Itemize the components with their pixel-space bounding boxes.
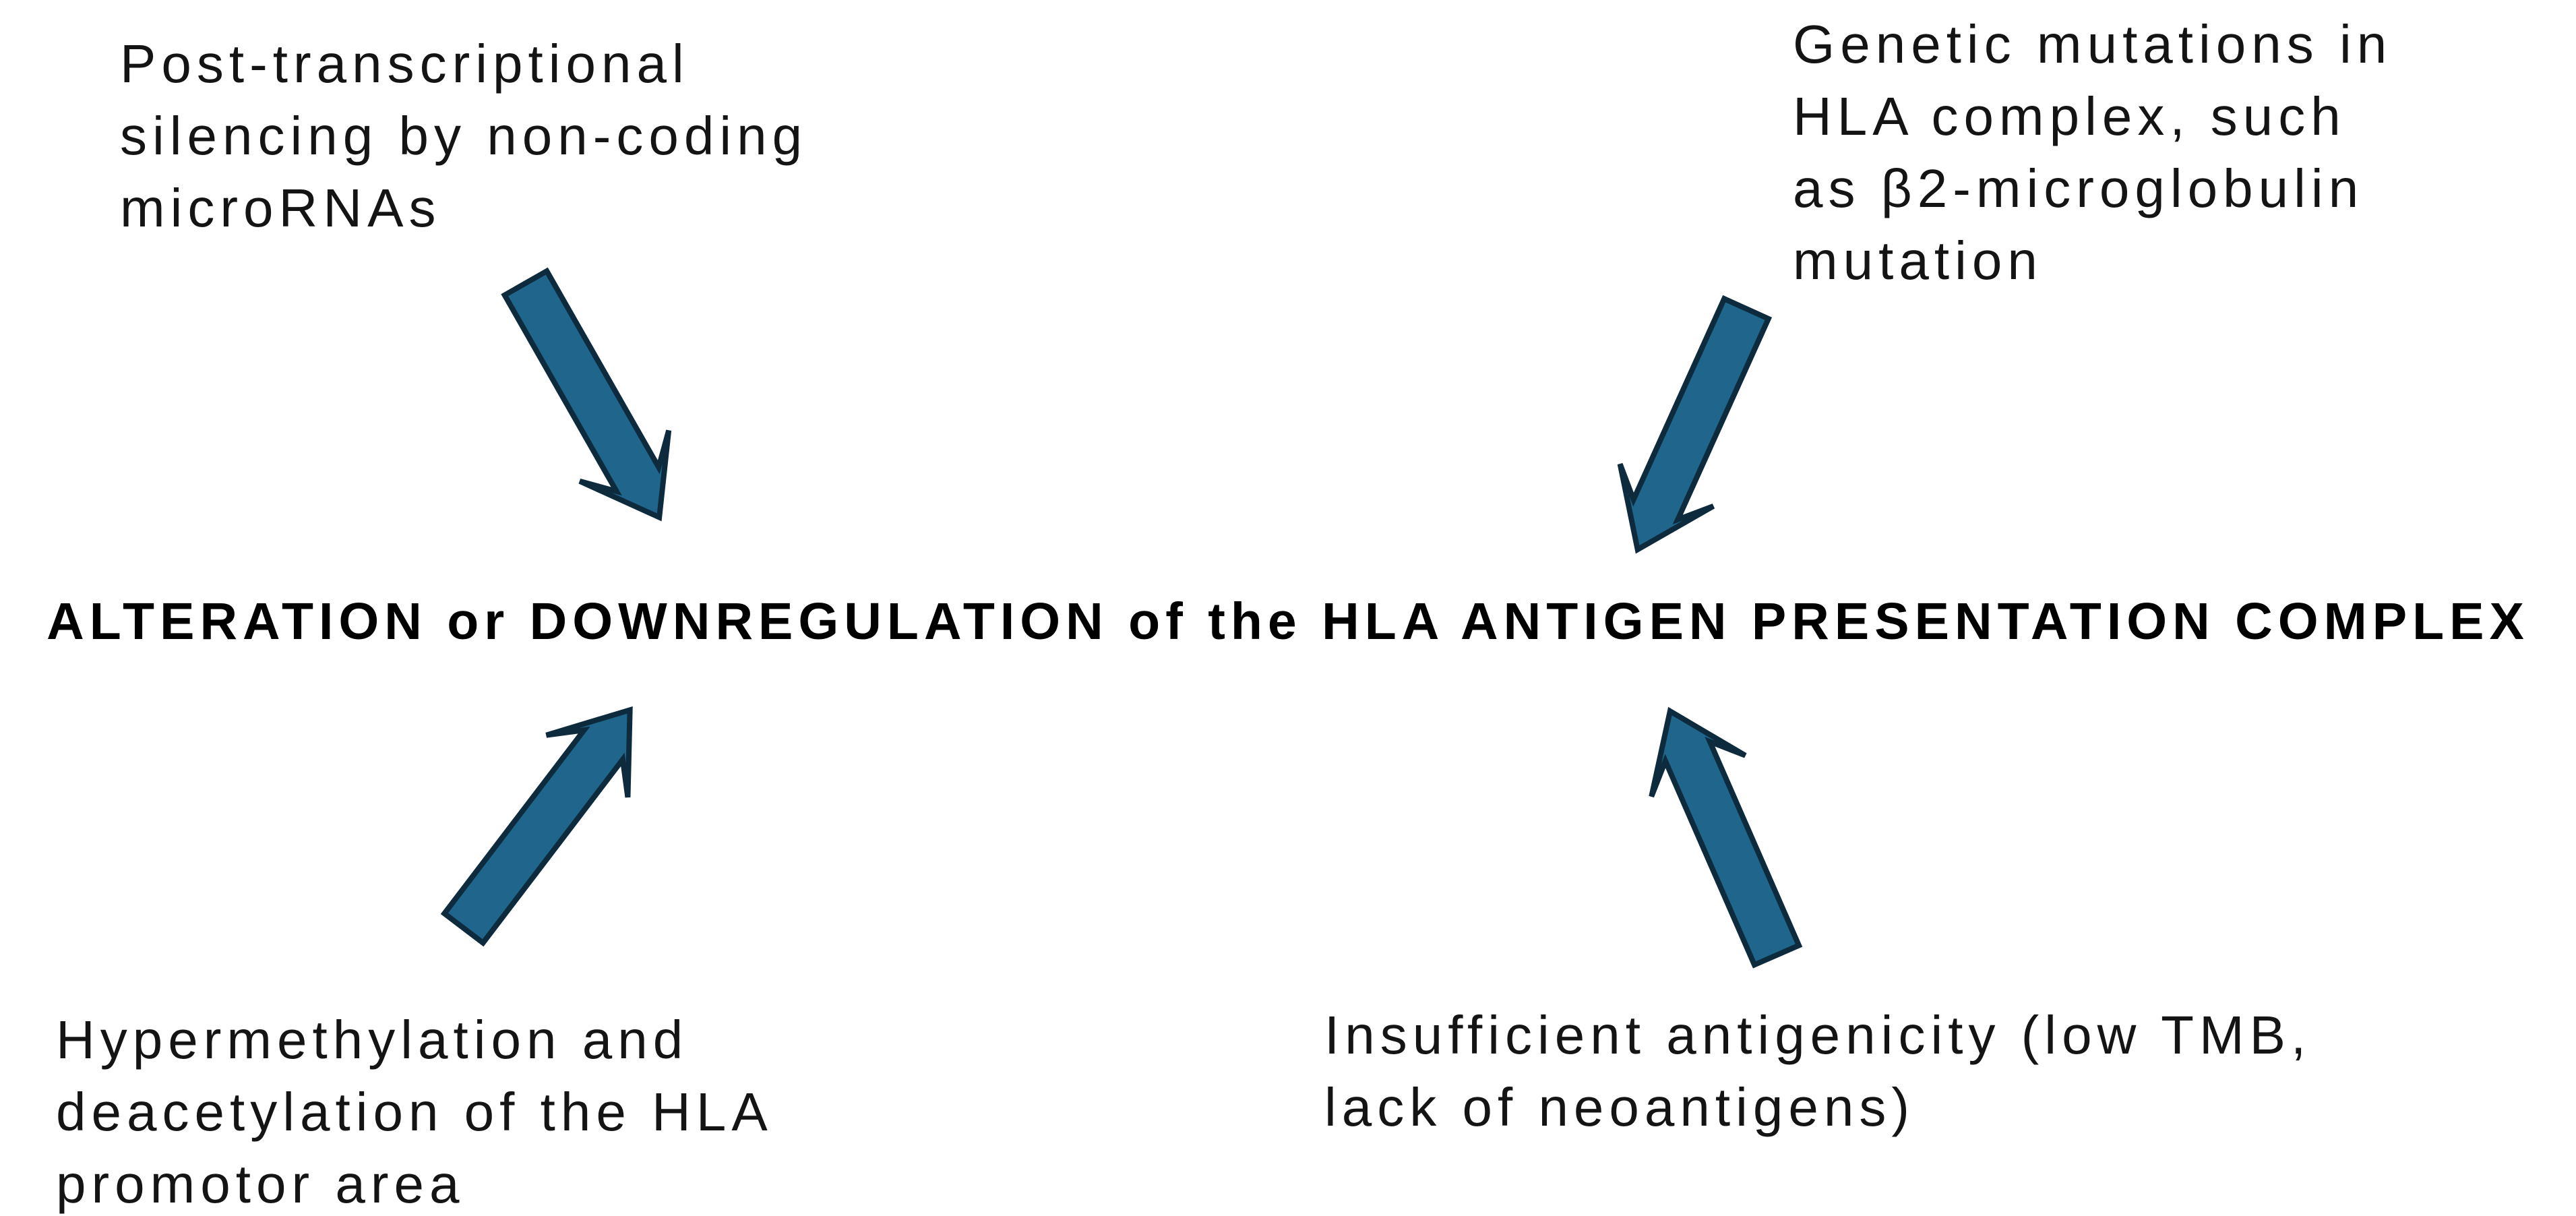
top-left-arrow: [501, 267, 672, 522]
label-top-left: Post-transcriptional silencing by non-co…: [120, 34, 808, 238]
bottom-left-arrow: [440, 706, 633, 947]
bottom-right-arrow: [1649, 706, 1803, 969]
label-bottom-right: Insufficient antigenicity (low TMB, lack…: [1324, 1005, 2312, 1137]
label-top-right: Genetic mutations in HLA complex, such a…: [1793, 14, 2393, 291]
center-headline: ALTERATION or DOWNREGULATION of the HLA …: [47, 592, 2529, 650]
label-bottom-left: Hypermethylation and deacetylation of th…: [56, 1010, 773, 1214]
top-right-arrow: [1617, 295, 1773, 554]
